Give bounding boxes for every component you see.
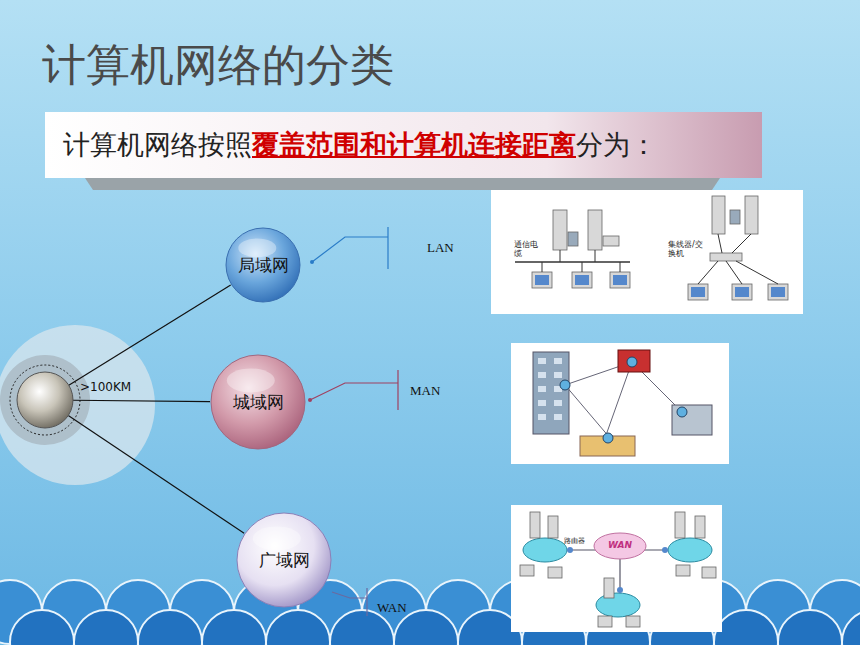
wave-decoration	[0, 580, 860, 645]
distance-label: >100KM	[80, 380, 131, 394]
network-abbrev: WAN	[377, 601, 407, 616]
connector-line	[73, 400, 210, 401]
network-circle: 局域网	[225, 227, 301, 303]
slide-title: 计算机网络的分类	[42, 36, 394, 95]
connector-line	[69, 285, 231, 385]
globe-halo	[0, 325, 155, 485]
subtitle-banner: 计算机网络按照覆盖范围和计算机连接距离分为：	[45, 112, 762, 178]
illustration-text: 集线器/交换机	[668, 240, 704, 258]
globe-node: >100KM	[17, 372, 73, 428]
network-name: 城域网	[233, 391, 284, 414]
connector-line	[68, 416, 244, 534]
wan-illustration	[511, 505, 722, 632]
banner-text: 计算机网络按照	[63, 129, 252, 160]
network-name: 广域网	[259, 549, 310, 572]
network-abbrev: MAN	[410, 384, 440, 399]
banner-text: 分为：	[576, 129, 657, 160]
network-circle: 广域网	[236, 512, 332, 608]
illustration-text: WAN	[608, 540, 632, 550]
man-illustration	[511, 343, 729, 464]
banner-shadow	[85, 178, 720, 190]
node-outline	[17, 372, 73, 428]
network-abbrev: LAN	[427, 241, 454, 256]
globe-orbit	[10, 365, 80, 435]
banner-text: 覆盖范围和计算机连接距离	[252, 129, 576, 160]
illustration-text: 路由器	[564, 537, 585, 545]
lan-illustration	[491, 190, 803, 314]
network-name: 局域网	[238, 254, 289, 277]
network-circle: 城域网	[210, 354, 306, 450]
illustration-text: 通信电缆	[514, 240, 542, 258]
